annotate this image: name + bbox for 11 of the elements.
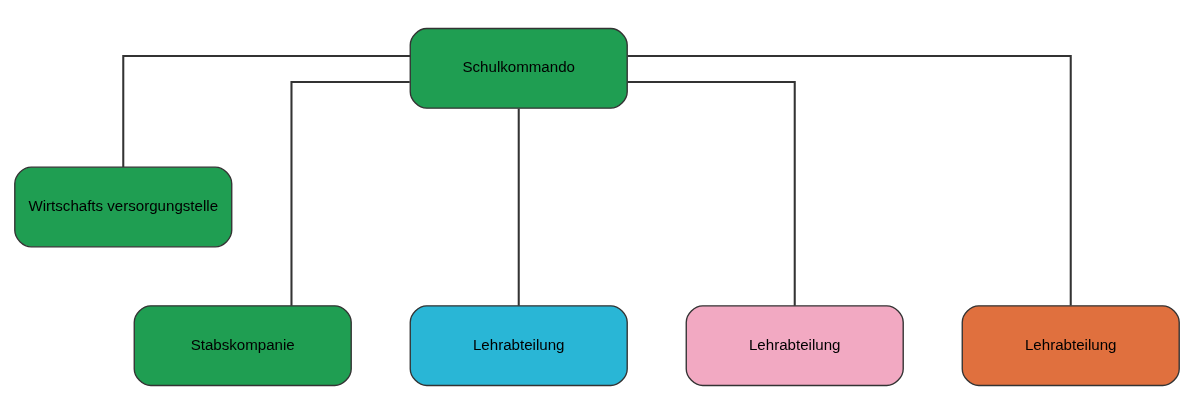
connector bbox=[122, 54, 411, 167]
node-box: Wirtschafts versorgungstelle bbox=[14, 166, 233, 248]
connector bbox=[290, 81, 410, 306]
node-box: Lehrabteilung bbox=[961, 305, 1180, 387]
node-box: Stabskompanie bbox=[133, 305, 352, 387]
node-box: Lehrabteilung bbox=[409, 305, 628, 387]
node-box: Schulkommando bbox=[409, 27, 628, 109]
node-box: Lehrabteilung bbox=[685, 305, 904, 387]
connector bbox=[517, 108, 520, 306]
connector bbox=[627, 54, 1072, 306]
connector bbox=[627, 81, 796, 306]
